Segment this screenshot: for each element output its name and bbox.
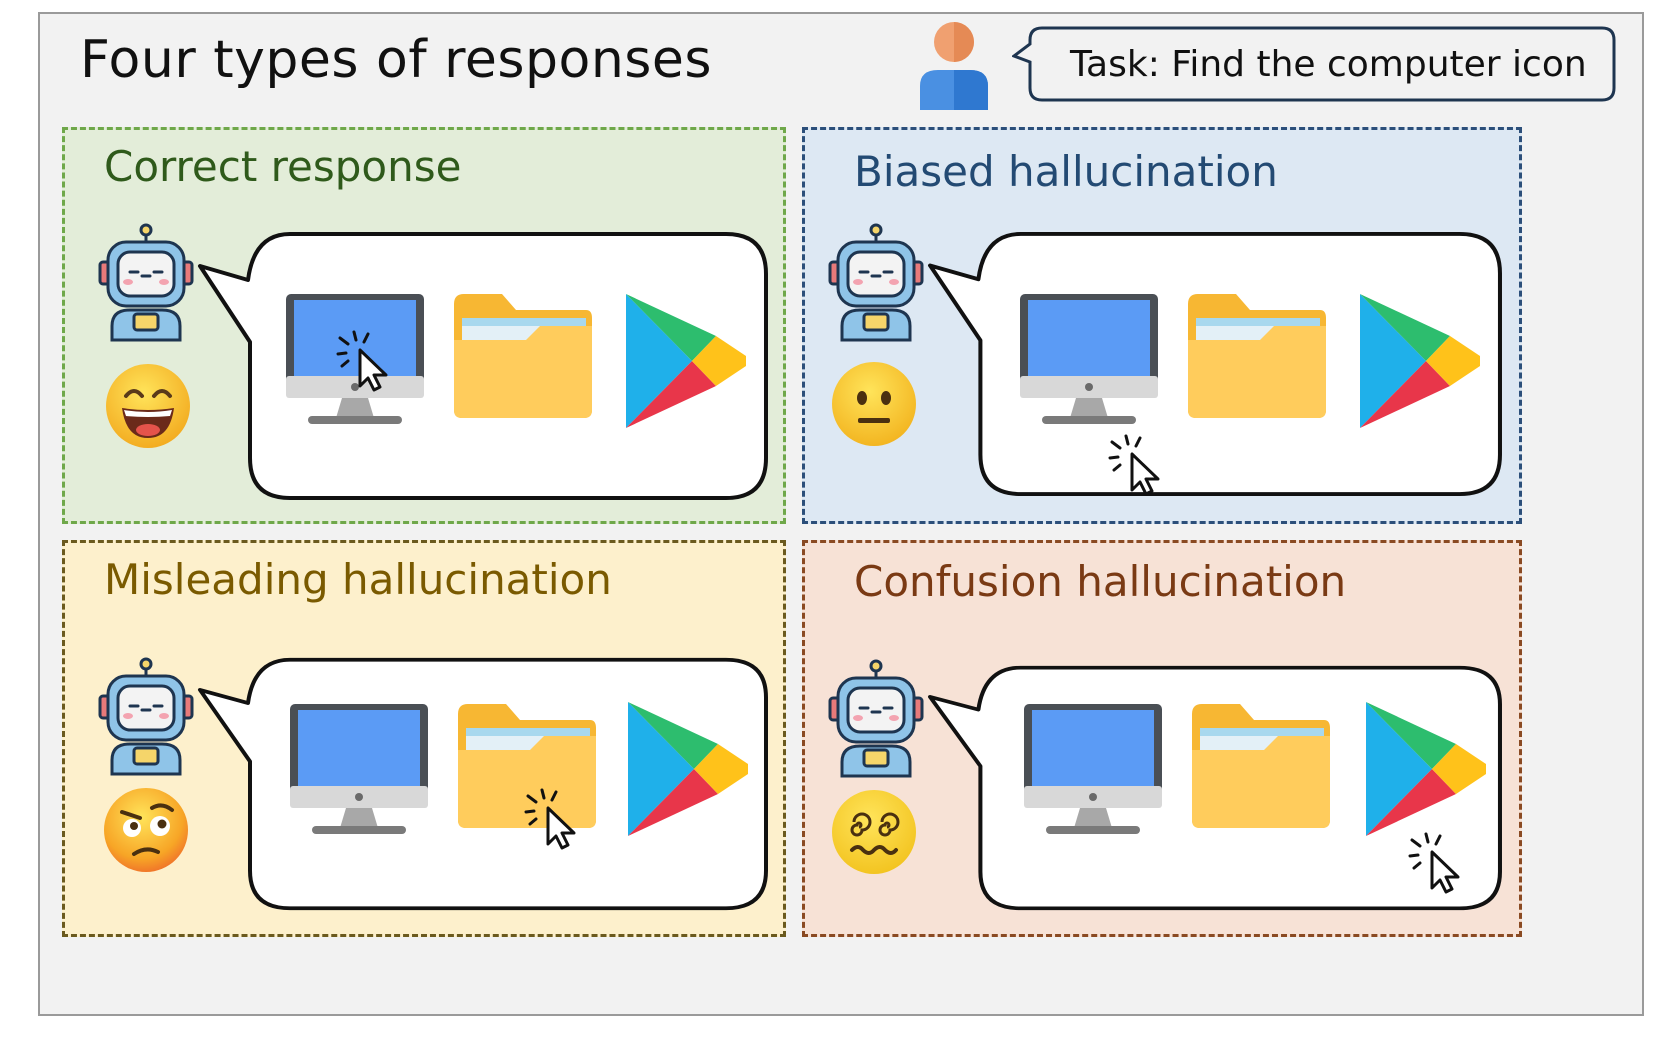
panel-label: Correct response [104, 142, 462, 191]
robot-icon [98, 223, 194, 342]
play-store-icon [626, 294, 746, 428]
robot-icon [828, 659, 924, 778]
click-cursor-icon [336, 330, 388, 392]
click-cursor-icon [524, 788, 576, 850]
click-cursor-icon [1108, 434, 1160, 496]
play-store-icon [1366, 702, 1486, 836]
computer-monitor-icon [1020, 294, 1158, 424]
task-text: Task: Find the computer icon [1070, 44, 1587, 85]
panel-label: Confusion hallucination [854, 557, 1347, 606]
grinning-face-icon [106, 364, 190, 448]
computer-monitor-icon [1024, 704, 1162, 834]
raised-eyebrow-face-icon [104, 788, 188, 872]
neutral-face-icon [832, 362, 916, 446]
figure-title: Four types of responses [80, 30, 712, 90]
dizzy-face-icon [832, 790, 916, 874]
play-store-icon [628, 702, 748, 836]
robot-icon [828, 223, 924, 342]
computer-monitor-icon [290, 704, 428, 834]
click-cursor-icon [1408, 832, 1460, 894]
user-icon [920, 22, 988, 110]
panel-label: Misleading hallucination [104, 555, 612, 604]
folder-icon [1192, 704, 1330, 828]
folder-icon [454, 294, 592, 418]
folder-icon [1188, 294, 1326, 418]
play-store-icon [1360, 294, 1480, 428]
robot-icon [98, 657, 194, 776]
panel-label: Biased hallucination [854, 147, 1278, 196]
task-speech-bubble [1012, 26, 1616, 102]
